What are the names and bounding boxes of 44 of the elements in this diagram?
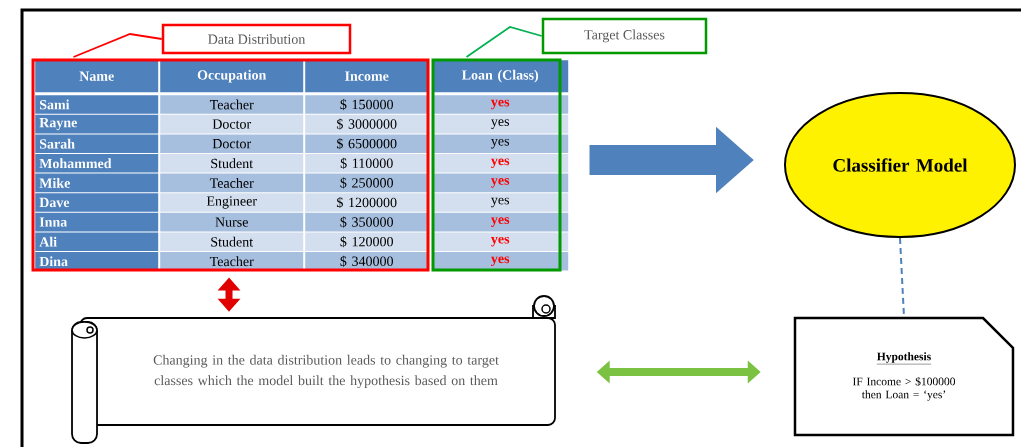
scroll-banner: Changing in the data distribution leads to changing to target classes which the model built the hypothesis based on them (71, 295, 556, 444)
table-cell: $ 120000 (305, 232, 429, 251)
table-cell: Engineer (160, 193, 304, 212)
table-cell: yes (432, 173, 569, 193)
table-cell: $ 3000000 (305, 114, 429, 134)
table-cell: $ 6500000 (305, 134, 429, 153)
table-cell: Ali (35, 232, 159, 251)
hypothesis-card: Hypothesis IF Income > $100000 then Loan = ‘yes’ (793, 316, 1015, 437)
table-cell: yes (432, 95, 569, 114)
table-cell: Dave (35, 193, 159, 212)
table-cell: Teacher (160, 173, 304, 193)
table-cell: Sarah (35, 134, 159, 153)
table-cell: yes (432, 134, 569, 153)
table-cell: Nurse (160, 212, 304, 232)
table-cell: Doctor (160, 134, 304, 153)
table-cell: $ 1200000 (305, 193, 429, 212)
table-cell: $ 110000 (305, 154, 429, 173)
highlight-frame (31, 58, 430, 272)
table-cell: yes (432, 193, 569, 212)
table-cell: yes (432, 212, 569, 232)
table-cell: Doctor (160, 114, 304, 134)
leader-line (465, 26, 543, 58)
table-cell: yes (432, 114, 569, 134)
table-cell: Mike (35, 173, 159, 193)
callout-box: Data Distribution (161, 23, 352, 55)
table-cell: Inna (35, 212, 159, 232)
table-cell: Occupation (160, 60, 304, 93)
table-cell: Loan (Class) (432, 60, 569, 93)
highlight-frame (431, 58, 562, 272)
table-cell: Sami (35, 95, 159, 114)
table-cell: $ 250000 (305, 173, 429, 193)
table-cell: Mohammed (35, 154, 159, 173)
table-cell: Income (305, 60, 429, 93)
table-cell: Name (35, 60, 159, 93)
table-cell: Student (160, 232, 304, 251)
table-cell: $ 150000 (305, 95, 429, 114)
table-cell: Student (160, 154, 304, 173)
table-cell: yes (432, 232, 569, 251)
table-cell: yes (432, 154, 569, 173)
callout-box: Target Classes (541, 17, 708, 55)
table-cell: Teacher (160, 95, 304, 114)
table-cell: Rayne (35, 114, 159, 134)
leader-line (72, 33, 163, 58)
table-cell: $ 350000 (305, 212, 429, 232)
